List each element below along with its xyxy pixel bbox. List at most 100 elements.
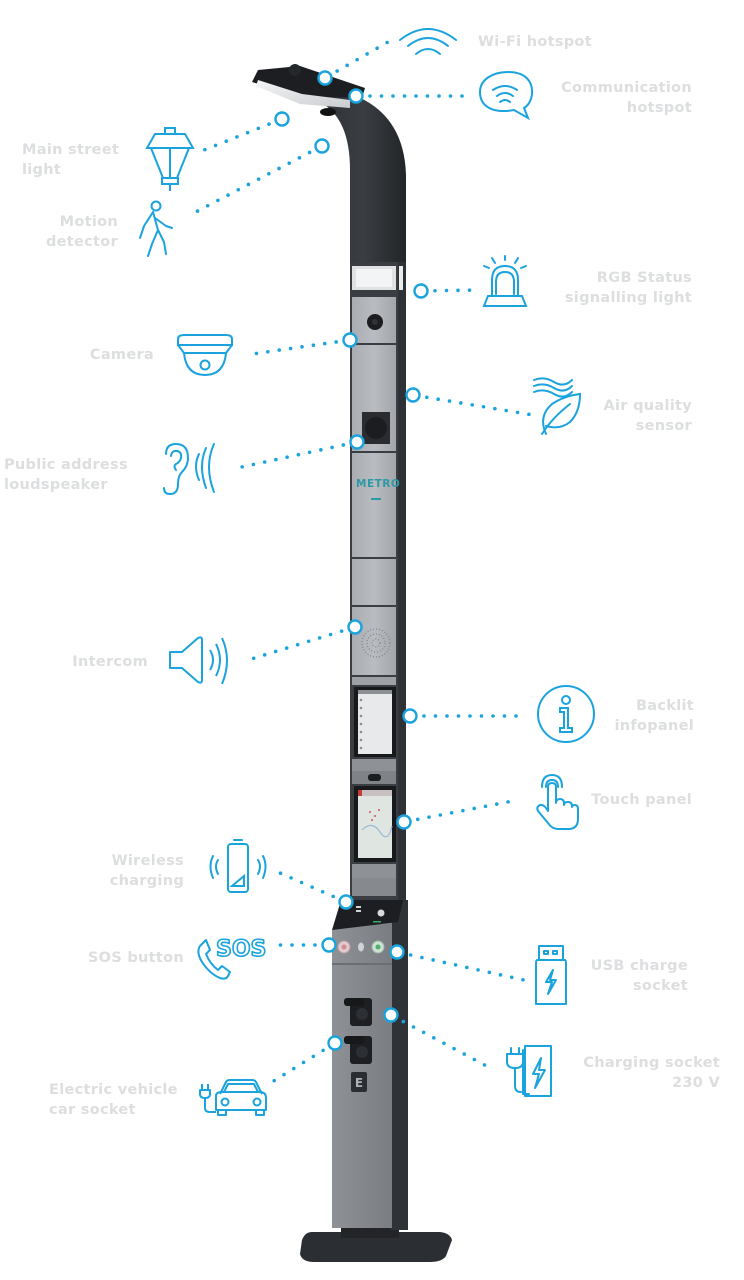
connector-dot <box>460 94 464 98</box>
connector-dot <box>341 443 346 447</box>
connector-dot <box>278 871 283 876</box>
connector-dot <box>330 445 334 450</box>
connector-dot <box>299 880 304 885</box>
connector-dot <box>262 460 267 464</box>
connector-dot <box>277 348 282 352</box>
connector-sos <box>278 937 337 953</box>
connector-dot <box>375 46 379 51</box>
connector-dot <box>213 143 218 148</box>
connector-dot <box>322 341 327 346</box>
dome-camera-icon <box>176 334 234 381</box>
connector-rgb <box>413 283 472 299</box>
connector-dot <box>449 811 454 815</box>
connector-intercom <box>251 619 363 661</box>
connector-dot <box>444 288 449 293</box>
usb-bolt-icon <box>534 944 568 1010</box>
connector-dot <box>385 40 389 45</box>
connector-dot <box>317 636 322 640</box>
connector-dot <box>465 965 469 970</box>
walking-person-icon <box>134 200 176 262</box>
hotspot-marker-street-light[interactable] <box>274 111 290 127</box>
connector-dot <box>335 69 339 73</box>
connector-dot <box>226 193 230 197</box>
hotspot-marker-socket230[interactable] <box>383 1007 399 1023</box>
hotspot-marker-rgb[interactable] <box>413 283 429 299</box>
connector-dot <box>254 351 259 356</box>
connector-dot <box>310 885 314 889</box>
connector-dot <box>273 649 278 654</box>
hotspot-marker-wifi[interactable] <box>317 70 333 86</box>
hotspot-marker-pa[interactable] <box>349 434 365 450</box>
connector-comm <box>348 88 464 104</box>
connector-dot <box>205 203 210 208</box>
hotspot-marker-camera[interactable] <box>342 332 358 348</box>
connector-dot <box>311 1054 316 1059</box>
connector-dot <box>311 343 316 348</box>
hotspot-marker-touch[interactable] <box>396 814 412 830</box>
connector-air <box>405 387 531 417</box>
hotspot-marker-wireless[interactable] <box>338 894 354 910</box>
connector-dot <box>483 804 488 809</box>
connector-dot <box>504 408 509 413</box>
hotspot-marker-sos[interactable] <box>321 937 337 953</box>
info-circle-icon <box>536 684 596 748</box>
street-lantern-icon <box>145 126 195 196</box>
connector-dot <box>295 642 300 647</box>
pole-brand-underline <box>371 498 381 500</box>
connector-dot <box>297 156 302 160</box>
connector-dot <box>321 1048 325 1053</box>
connector-dot <box>287 161 292 165</box>
connector-dot <box>256 177 261 181</box>
connector-dot <box>267 122 271 126</box>
connector-socket230 <box>383 1007 487 1067</box>
connector-dot <box>447 399 452 403</box>
connector-dot <box>284 646 289 650</box>
connector-dot <box>415 817 420 822</box>
connector-dot <box>355 57 359 62</box>
connector-infopanel <box>402 708 518 724</box>
connector-dot <box>246 182 251 187</box>
label-camera: Camera <box>89 347 154 363</box>
hotspot-marker-comm[interactable] <box>348 88 364 104</box>
connector-dot <box>476 968 480 972</box>
hotspot-marker-air[interactable] <box>405 387 421 403</box>
connector-dot <box>331 894 335 899</box>
hotspot-marker-ev[interactable] <box>327 1035 343 1051</box>
connector-dot <box>391 94 395 98</box>
hotspot-marker-motion[interactable] <box>314 138 330 154</box>
connector-dot <box>267 171 271 176</box>
connector-usb <box>389 944 525 982</box>
connector-dot <box>515 410 520 415</box>
lamp-arm-and-head <box>252 64 406 262</box>
connector-dot <box>521 977 525 982</box>
hotspot-marker-intercom[interactable] <box>347 619 363 635</box>
connector-dot <box>334 340 338 344</box>
connector-dot <box>421 1030 426 1035</box>
connector-dot <box>307 150 312 155</box>
connector-dot <box>291 1066 296 1071</box>
connector-dot <box>235 135 239 139</box>
connector-wireless <box>278 871 354 910</box>
connector-dot <box>438 813 443 817</box>
connector-dot <box>470 403 474 407</box>
connector-dot <box>514 714 518 718</box>
connector-dot <box>368 94 372 98</box>
connector-dot <box>251 656 256 661</box>
label-sos-button: SOS button <box>87 950 184 966</box>
hotspot-marker-infopanel[interactable] <box>402 708 418 724</box>
connector-wifi <box>317 40 389 86</box>
hotspot-marker-usb[interactable] <box>389 944 405 960</box>
svg-text:E: E <box>355 1076 363 1090</box>
connector-dot <box>456 714 461 718</box>
connector-dot <box>290 943 294 947</box>
wifi-icon <box>398 24 458 62</box>
